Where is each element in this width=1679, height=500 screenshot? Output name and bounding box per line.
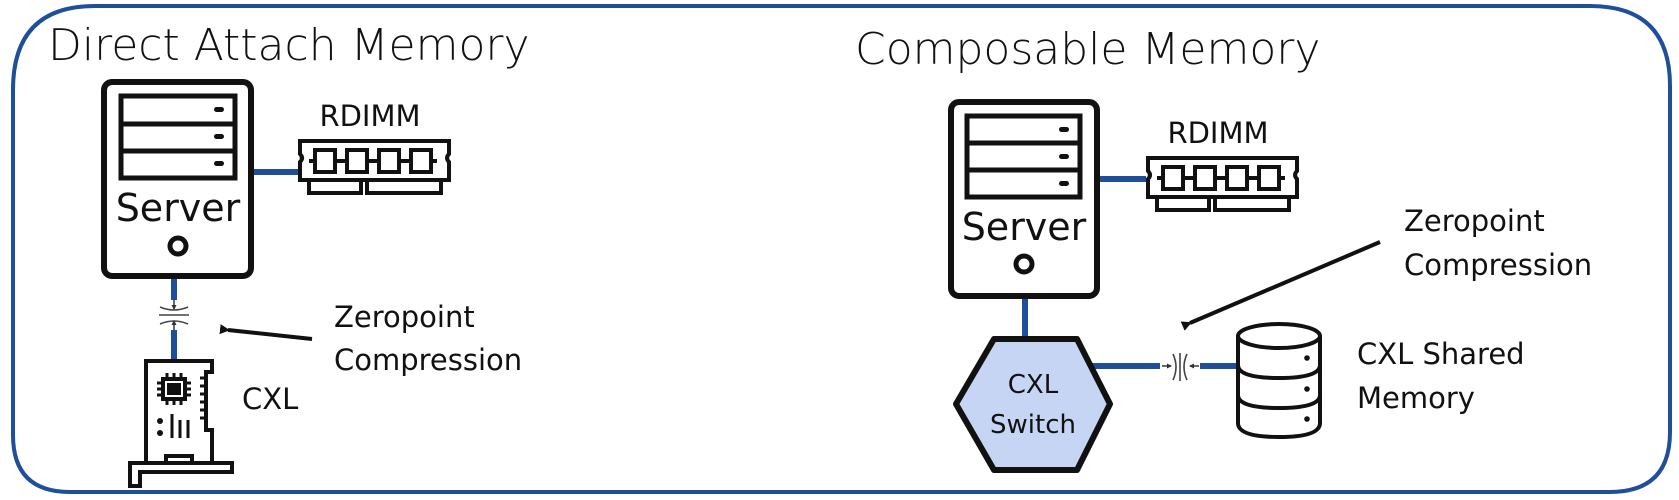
rdimm-label: RDIMM — [319, 99, 420, 133]
compression-pointer-arrow-2 — [1180, 240, 1381, 331]
database-cylinder-icon — [1236, 322, 1322, 440]
compress-icon — [1162, 353, 1199, 381]
direct-attach-title: Direct Attach Memory — [48, 20, 530, 71]
shared-memory-label-line2: Memory — [1357, 381, 1475, 415]
compression-pointer-arrow — [219, 324, 313, 341]
outer-frame — [11, 4, 1672, 494]
compression-label-line2: Compression — [334, 343, 522, 377]
composable-panel: Composable Memory Server RDIMM — [855, 24, 1592, 473]
memory-module-icon — [1146, 156, 1299, 212]
switch-label-line1: CXL — [1008, 370, 1059, 400]
expansion-card-icon — [128, 359, 234, 488]
compress-icon — [159, 300, 189, 330]
compression-label-line1-2: Zeropoint — [1404, 204, 1545, 238]
cxl-device-label: CXL — [242, 382, 298, 416]
compression-label-line2-2: Compression — [1404, 248, 1592, 282]
hexagon-switch-icon — [953, 336, 1113, 473]
server-label: Server — [116, 186, 241, 230]
memory-module-icon — [298, 139, 451, 195]
switch-label-line2: Switch — [990, 410, 1076, 440]
server-tower-icon — [101, 79, 254, 279]
compression-label-line1: Zeropoint — [334, 300, 475, 334]
server-label-2: Server — [962, 205, 1087, 249]
direct-attach-panel: Direct Attach Memory Server RDIMM — [48, 20, 530, 488]
server-tower-icon — [948, 99, 1100, 299]
shared-memory-label-line1: CXL Shared — [1357, 337, 1525, 371]
rdimm-label-2: RDIMM — [1167, 116, 1268, 150]
composable-title: Composable Memory — [855, 24, 1320, 75]
